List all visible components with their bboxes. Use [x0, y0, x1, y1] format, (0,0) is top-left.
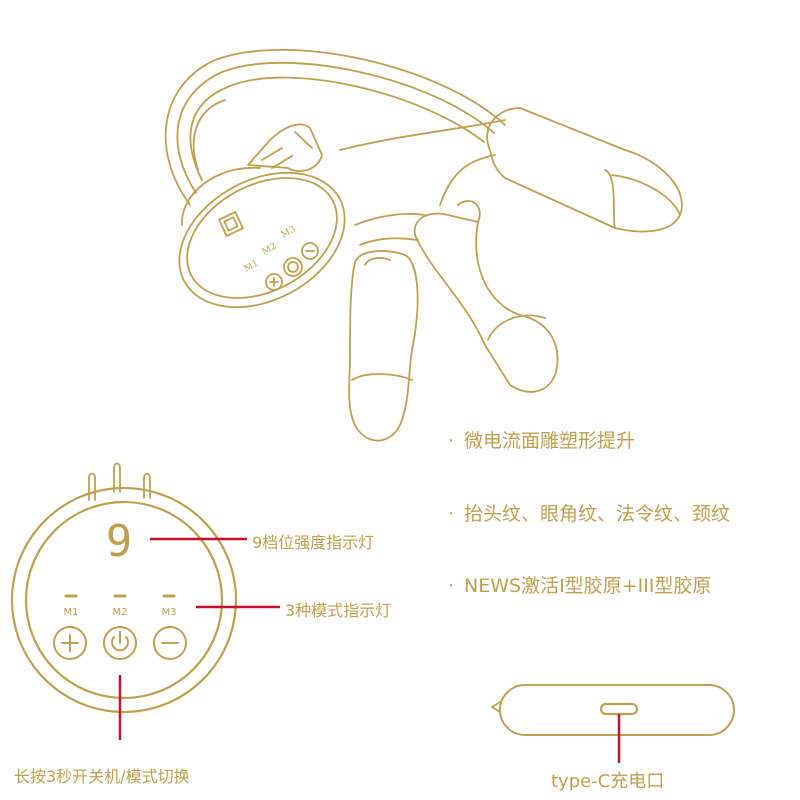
feature-text-2: 抬头纹、眼角纹、法令纹、颈纹	[464, 503, 731, 525]
feature-text-3: NEWS激活I型胶原+III型胶原	[464, 575, 712, 597]
pin-center	[113, 462, 121, 493]
panel-minus-button	[153, 626, 187, 660]
panel-mode-label-m3: M3	[162, 607, 177, 618]
callout-mode-indicator: 3种模式指示灯	[285, 601, 392, 620]
type-c-port	[599, 702, 639, 716]
panel-digit: 9	[106, 516, 133, 567]
controller-body	[178, 171, 346, 309]
panel-power-button	[103, 626, 137, 660]
callout-charge-port: type-C充电口	[551, 771, 665, 792]
device-mode-label-m2: M2	[261, 241, 279, 257]
plus-icon	[61, 634, 79, 652]
panel-inner-ring	[24, 500, 224, 700]
electrode-pad-1	[486, 107, 683, 233]
device-logo-icon	[218, 211, 244, 237]
electrode-pad-3	[348, 250, 419, 442]
pin-left	[88, 472, 96, 501]
electrode-pad-2	[413, 212, 559, 393]
panel-plus-button	[53, 626, 87, 660]
electrode-arm-1	[339, 119, 506, 151]
device-power-icon	[283, 257, 303, 277]
panel-mode-label-m2: M2	[113, 607, 128, 618]
panel-outer-ring	[10, 486, 238, 714]
feature-item-2: ·抬头纹、眼角纹、法令纹、颈纹	[448, 503, 731, 525]
callout-power-button: 长按3秒开关机/模式切换	[14, 767, 190, 786]
ear-clip	[247, 123, 323, 172]
charger-illustration	[491, 684, 735, 736]
feature-item-1: ·微电流面雕塑形提升	[448, 430, 636, 452]
charger-body	[499, 684, 735, 736]
panel-mode-label-m1: M1	[64, 607, 79, 618]
device-plus-icon	[265, 273, 283, 291]
pin-right	[143, 472, 151, 499]
device-minus-icon	[301, 242, 319, 260]
feature-item-3: ·NEWS激活I型胶原+III型胶原	[448, 575, 712, 597]
device-mode-label-m1: M1	[243, 258, 261, 274]
callout-strength-indicator: 9档位强度指示灯	[252, 533, 375, 552]
feature-text-1: 微电流面雕塑形提升	[464, 430, 636, 452]
device-illustration	[164, 49, 683, 442]
control-panel	[10, 462, 238, 714]
device-mode-label-m3: M3	[280, 224, 298, 240]
neck-band	[164, 49, 506, 206]
power-icon	[111, 631, 129, 652]
